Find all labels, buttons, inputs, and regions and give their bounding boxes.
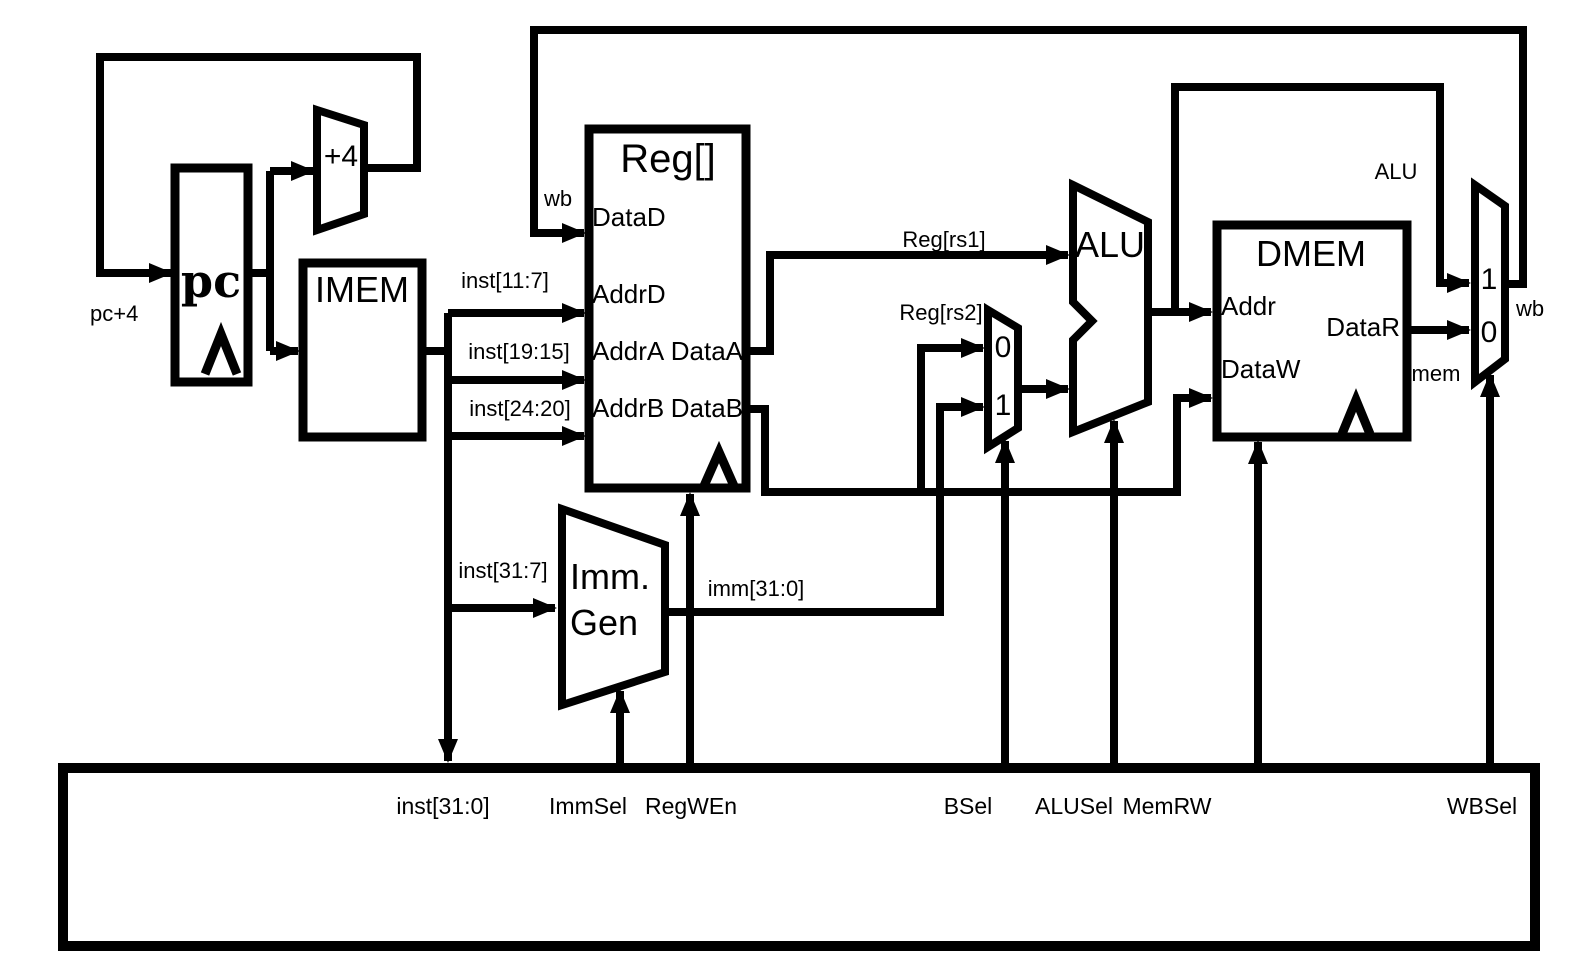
wb-into-reg-wire-label: wb [543,186,572,211]
immgen-block [558,503,669,711]
control-inst-31-0-label: inst[31:0] [396,793,489,819]
reg-rs2-wire [746,388,1213,496]
wb-mux-input0-label: 0 [1481,316,1498,349]
rs2-to-bsel0-wire [917,338,985,492]
imm-wire [665,397,985,616]
bsel-mux-input1-label: 1 [995,389,1012,422]
control-regwen-label: RegWEn [645,793,737,819]
control-memrw-label: MemRW [1122,793,1211,819]
inst-11-7-wire-label: inst[11:7] [461,268,549,293]
regfile-port-datad: DataD [592,202,666,232]
wb-out-wire-label: wb [1515,296,1544,321]
regfile-port-datab: DataB [671,393,743,423]
dmem-block [1212,220,1412,442]
mem-wire-label: mem [1412,361,1461,386]
regfile-port-dataa: DataA [671,336,744,366]
dmem-port-dataw: DataW [1221,354,1301,384]
plus4-label: +4 [324,140,358,173]
immgen-label-line2: Gen [570,602,638,643]
control-bsel-label: BSel [944,793,993,819]
regfile-port-addra: AddrA [592,336,665,366]
dmem-port-datar: DataR [1326,312,1400,342]
regfile-label: Reg[] [620,137,716,181]
alu-bypass-wire [1171,83,1471,312]
regfile-port-addrd: AddrD [592,279,666,309]
immgen-label-line1: Imm. [570,556,650,597]
control-alusel-label: ALUSel [1035,793,1113,819]
plus4-adder-block [313,104,368,236]
pc-plus4-wire-label: pc+4 [90,301,138,326]
regfile-port-addrb: AddrB [592,393,664,423]
control-immsel-label: ImmSel [549,793,627,819]
wb-return-wire [530,26,1527,288]
regfile-clock-icon [699,440,739,488]
reg-rs2-wire-label: Reg[rs2] [899,300,982,325]
inst-19-15-wire-label: inst[19:15] [468,339,570,364]
inst-24-20-wire-label: inst[24:20] [469,396,571,421]
control-block [58,763,1540,951]
imem-label: IMEM [315,269,409,310]
pc-clock-icon [200,321,242,376]
reg-rs1-wire [746,245,1070,355]
pc-plus4-loop-wire [96,53,421,283]
alu-block-label: ALU [1075,224,1145,265]
wb-mux-input1-label: 1 [1481,263,1498,296]
pc-block-label: pc [181,254,241,308]
imm-31-0-wire-label: imm[31:0] [708,576,805,601]
reg-rs1-wire-label: Reg[rs1] [902,227,985,252]
regfile-block [584,124,751,493]
dmem-clock-icon [1337,388,1375,436]
inst-31-7-wire-label: inst[31:7] [458,558,547,583]
wb-mux [1471,177,1509,391]
imem-block [298,258,427,442]
bsel-mux-input0-label: 0 [995,331,1012,364]
alu-block [1069,178,1152,438]
alu-bypass-wire-label: ALU [1375,159,1418,184]
control-wbsel-label: WBSel [1447,793,1517,819]
dmem-port-addr: Addr [1221,291,1276,321]
bsel-mux [984,302,1022,455]
dmem-label: DMEM [1256,233,1366,274]
